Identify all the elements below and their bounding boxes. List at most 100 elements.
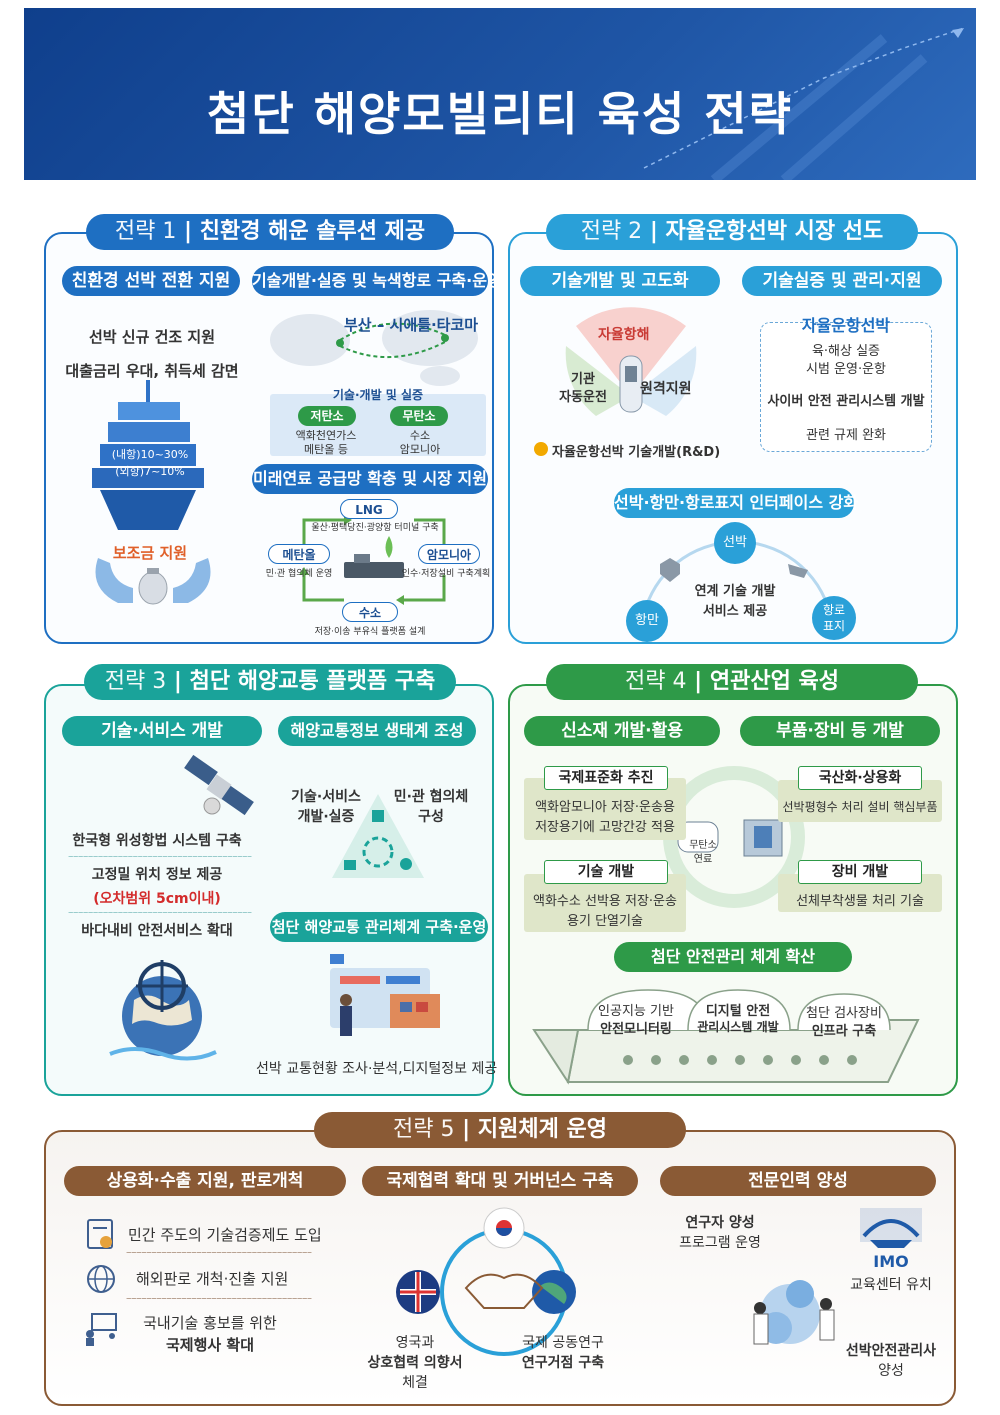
s4-equip-desc: 선체부착생물 처리 기술 <box>796 894 924 909</box>
presentation-icon <box>86 1313 117 1346</box>
s4-safety-inspect-line2: 인프라 구축 <box>811 1024 877 1039</box>
s4-tech-desc1: 액화수소 선박용 저장·운송 <box>533 894 677 909</box>
s3-eco-left2: 개발·실증 <box>297 809 355 825</box>
s1-subsidy-label: 보조금 지원 <box>112 544 188 562</box>
divider <box>126 1298 312 1299</box>
s1-rate-domestic: (내항)10~30% <box>111 448 189 461</box>
imo-logo-icon <box>860 1208 922 1248</box>
s2-rnd: 자율운항선박 기술개발(R&D) <box>552 445 721 460</box>
s1-lng-desc: 울산·평택당진·광양항 터미널 구축 <box>311 523 439 533</box>
s5-overseas: 해외판로 개척·진출 지원 <box>136 1270 289 1288</box>
s5-sub2-title: 국제협력 확대 및 거버넌스 구축 <box>362 1166 638 1196</box>
s4-sub1-title: 신소재 개발·활용 <box>524 716 720 746</box>
s2-item-cyber: 사이버 안전 관리시스템 개발 <box>767 394 925 409</box>
s2-autonomous-box <box>760 322 932 452</box>
s5-sub3-title: 전문인력 양성 <box>660 1166 936 1196</box>
s1-item-loan: 대출금리 우대, 취득세 감면 <box>65 362 239 380</box>
strategy5-title: 전략 5 | 지원체계 운영 <box>314 1112 686 1148</box>
s1-green-route: 부산 – 시애틀·타코마 <box>344 316 479 334</box>
s2-item-regulation: 관련 규제 완화 <box>805 428 887 443</box>
divider <box>68 912 252 913</box>
s1-low-item-methanol: 메탄올 등 <box>304 443 348 456</box>
s5-research-line2: 프로그램 운영 <box>679 1235 761 1251</box>
green-ship-icon <box>92 380 204 530</box>
s4-local-title: 국산화·상용화 <box>798 766 922 790</box>
s1-lng-tag: LNG <box>340 499 398 519</box>
s2-sub1-title: 기술개발 및 고도화 <box>520 266 720 296</box>
header-banner: 첨단 해양모빌리티 육성 전략 <box>24 8 976 180</box>
s5-joint-line1: 국제 공동연구 <box>522 1335 604 1351</box>
strategy2-title: 전략 2 | 자율운항선박 시장 선도 <box>546 214 918 250</box>
s1-low-item-lng: 액화천연가스 <box>295 429 357 442</box>
s5-joint-line2: 연구거점 구축 <box>521 1355 605 1371</box>
s1-ammonia-desc: 인수·저장설비 구축계획 <box>401 569 491 579</box>
s5-promo-line1: 국내기술 홍보를 위한 <box>143 1314 277 1332</box>
s4-sub2-title: 부품·장비 등 개발 <box>740 716 940 746</box>
s1-hydrogen-desc: 저장·이송 부유식 플랫폼 설계 <box>314 627 426 637</box>
s1-hydrogen-tag: 수소 <box>342 602 398 622</box>
ecosystem-triangle-icon <box>332 794 424 878</box>
s5-private-verify: 민간 주도의 기술검증제도 도입 <box>128 1226 322 1244</box>
s4-safety-digital-line2: 관리시스템 개발 <box>697 1020 779 1034</box>
s2-item-test: 육·해상 실증 <box>811 344 881 359</box>
s2-port-node: 항만 <box>626 600 668 642</box>
s1-tech-box-title: 기술·개발 및 실증 <box>332 388 424 402</box>
s4-safety-ai-line2: 안전모니터링 <box>600 1022 672 1037</box>
s4-equip-title: 장비 개발 <box>798 860 922 884</box>
s1-methanol-tag: 메탄올 <box>268 544 330 564</box>
s2-center-line2: 서비스 제공 <box>702 604 768 619</box>
s5-promo-line2: 국제행사 확대 <box>165 1336 255 1354</box>
hands-money-icon <box>95 558 211 605</box>
s1-zero-item-hydrogen: 수소 <box>409 429 431 442</box>
s1-sub1-title: 친환경 선박 전환 지원 <box>62 266 240 296</box>
s2-item-pilot: 시범 운영·운항 <box>805 362 887 377</box>
s2-sub2-title: 기술실증 및 관리·지원 <box>742 266 942 296</box>
s2-auto-navigation: 자율항해 <box>598 327 650 343</box>
s4-safety-ai-line1: 인공지능 기반 <box>598 1004 674 1019</box>
alert-icon <box>534 442 548 456</box>
globe-network-icon <box>87 1265 115 1293</box>
s1-rate-foreign: (외항)7~10% <box>115 465 185 478</box>
s3-sub2-title: 해양교통정보 생태계 조성 <box>278 716 476 746</box>
s1-zero-carbon-tag: 무탄소 <box>390 406 448 426</box>
s3-accuracy: (오차범위 5cm이내) <box>93 891 221 907</box>
s5-uk-line1: 영국과 <box>395 1335 435 1351</box>
s2-sub3-title: 선박·항만·항로표지 인터페이스 강화 <box>614 488 858 518</box>
s1-low-carbon-tag: 저탄소 <box>298 406 356 426</box>
s3-seanavi: 바다내비 안전서비스 확대 <box>81 923 233 939</box>
s4-local-desc: 선박평형수 처리 설비 핵심부품 <box>782 800 938 814</box>
s1-zero-item-ammonia: 암모니아 <box>399 443 441 456</box>
strategy4-title: 전략 4 | 연관산업 육성 <box>546 664 918 700</box>
s2-engine-line1: 기관 <box>571 372 595 387</box>
s2-buoy-line1: 항로 <box>822 603 846 617</box>
s1-item-newbuild: 선박 신규 건조 지원 <box>88 328 216 346</box>
s4-std-desc1: 액화암모니아 저장·운송용 <box>535 800 675 815</box>
s1-sub2-title: 기술개발·실증 및 녹색항로 구축·운영 <box>252 266 502 296</box>
strategy3-title: 전략 3 | 첨단 해양교통 플랫폼 구축 <box>84 664 456 700</box>
satellite-icon <box>184 754 254 816</box>
s2-center-line1: 연계 기술 개발 <box>694 584 776 599</box>
s4-safety-inspect-line1: 첨단 검사장비 <box>806 1006 882 1021</box>
s4-sub3-title: 첨단 안전관리 체계 확산 <box>614 942 852 972</box>
divider <box>126 1252 312 1253</box>
s5-uk-line3: 체결 <box>402 1375 428 1391</box>
s2-autonomous-box-title: 자율운항선박 <box>801 316 891 335</box>
s3-eco-right2: 구성 <box>418 809 444 825</box>
cooperation-handshake-icon <box>396 1207 576 1356</box>
world-map-icon <box>270 310 478 386</box>
s3-sub1-title: 기술·서비스 개발 <box>62 716 262 746</box>
s3-sub3-title: 첨단 해양교통 관리체계 구축·운영 <box>270 912 488 942</box>
globe-helm-icon <box>109 960 217 1061</box>
s4-std-desc2: 저장용기에 고망간강 적용 <box>535 820 675 835</box>
s4-fuel-line1: 무탄소 <box>689 840 717 851</box>
s2-buoy-node <box>812 596 856 640</box>
s5-safety-line1: 선박안전관리사 <box>845 1343 937 1359</box>
autonomous-ship-radar-icon <box>565 307 697 416</box>
s3-traffic-desc: 선박 교통현황 조사·분석,디지털정보 제공 <box>256 1061 498 1077</box>
s4-fuel-line2: 연료 <box>693 854 713 865</box>
s5-safety-line2: 양성 <box>878 1363 904 1379</box>
s5-uk-line2: 상호협력 의향서 <box>367 1355 463 1371</box>
s3-precise: 고정밀 위치 정보 제공 <box>91 867 223 883</box>
s1-methanol-desc: 민·관 협의체 운영 <box>265 569 333 579</box>
arrow-decoration-icon <box>643 27 965 180</box>
